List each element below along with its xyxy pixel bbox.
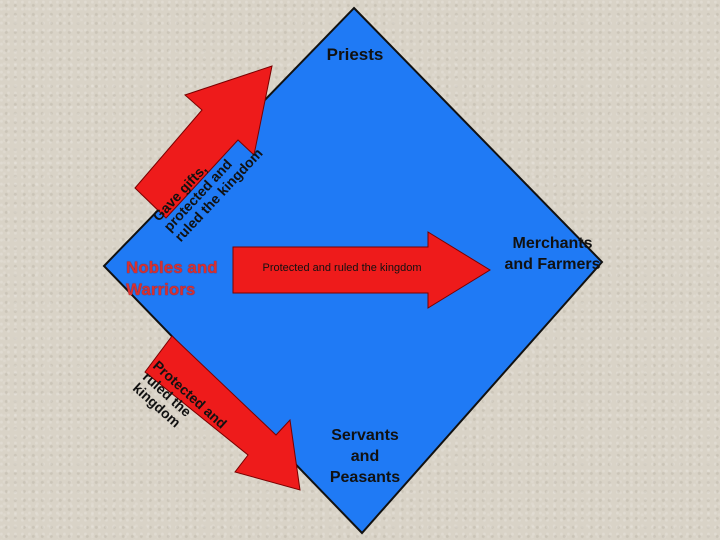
lower-arrow bbox=[144, 335, 301, 491]
nobles-warriors-label: Nobles and Warriors bbox=[126, 258, 218, 299]
servants-peasants-label: Servants and Peasants bbox=[329, 427, 401, 486]
middle-arrow-label: Protected and ruled the kingdom bbox=[262, 262, 422, 274]
upper-arrow bbox=[134, 65, 273, 219]
priests-label: Priests bbox=[326, 45, 384, 64]
middle-arrow bbox=[232, 231, 491, 309]
merchants-farmers-label: Merchants and Farmers bbox=[504, 235, 601, 273]
